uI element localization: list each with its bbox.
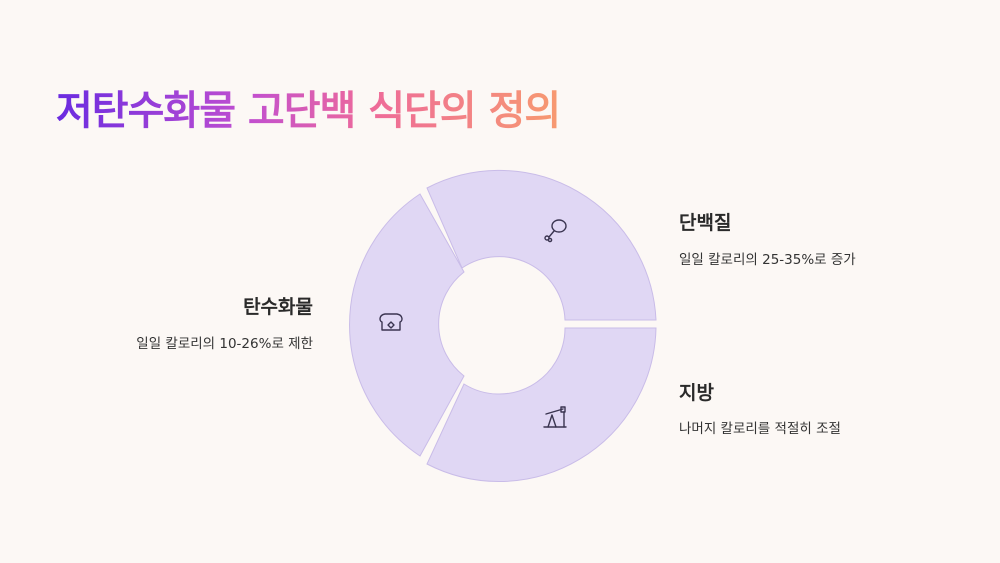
bread-icon [379,313,403,331]
page-title: 저탄수화물 고단백 식단의 정의 [56,78,561,136]
fat-description: 나머지 칼로리를 적절히 조절 [679,421,841,437]
oil-pump-icon [543,406,567,428]
protein-segment [426,169,657,321]
fat-label: 지방 [679,382,714,404]
chicken-leg-icon [544,219,567,243]
fat-segment [426,327,657,482]
protein-label: 단백질 [679,212,732,234]
protein-description: 일일 칼로리의 25-35%로 증가 [679,252,856,268]
carb-segment [349,193,465,457]
carb-label: 탄수화물 [243,296,313,318]
carb-description: 일일 칼로리의 10-26%로 제한 [136,336,313,352]
